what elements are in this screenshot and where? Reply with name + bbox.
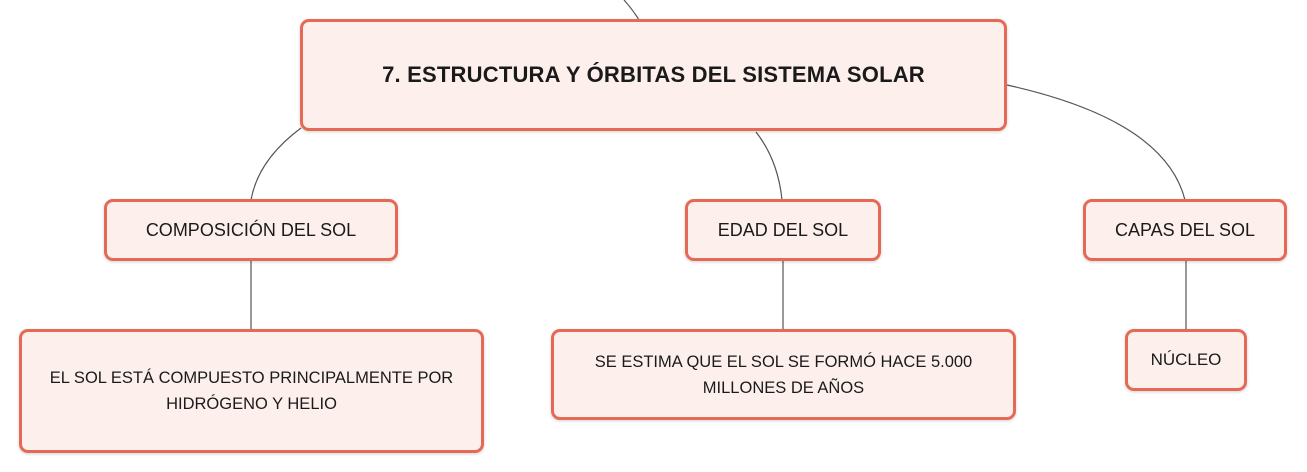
connector-parent-to-root bbox=[623, 0, 640, 21]
subtopic-edad-detail[interactable]: SE ESTIMA QUE EL SOL SE FORMÓ HACE 5.000… bbox=[551, 329, 1016, 420]
subtopic-label: EL SOL ESTÁ COMPUESTO PRINCIPALMENTE POR… bbox=[49, 369, 454, 413]
topic-capas-del-sol[interactable]: CAPAS DEL SOL bbox=[1083, 199, 1287, 261]
topic-label: CAPAS DEL SOL bbox=[1114, 219, 1256, 240]
topic-label: COMPOSICIÓN DEL SOL bbox=[145, 219, 357, 240]
subtopic-label: NÚCLEO bbox=[1150, 350, 1222, 369]
root-topic-label: 7. ESTRUCTURA Y ÓRBITAS DEL SISTEMA SOLA… bbox=[382, 62, 925, 87]
connector-root-to-edad bbox=[755, 131, 783, 201]
subtopic-nucleo[interactable]: NÚCLEO bbox=[1125, 329, 1247, 391]
topic-composicion-del-sol[interactable]: COMPOSICIÓN DEL SOL bbox=[104, 199, 398, 261]
subtopic-composicion-detail[interactable]: EL SOL ESTÁ COMPUESTO PRINCIPALMENTE POR… bbox=[19, 329, 484, 453]
connector-root-to-capas bbox=[1006, 84, 1186, 201]
root-topic-node[interactable]: 7. ESTRUCTURA Y ÓRBITAS DEL SISTEMA SOLA… bbox=[300, 19, 1007, 131]
connector-root-to-composicion bbox=[250, 127, 302, 201]
topic-edad-del-sol[interactable]: EDAD DEL SOL bbox=[685, 199, 881, 261]
topic-label: EDAD DEL SOL bbox=[717, 219, 849, 240]
subtopic-label: SE ESTIMA QUE EL SOL SE FORMÓ HACE 5.000… bbox=[594, 352, 973, 397]
